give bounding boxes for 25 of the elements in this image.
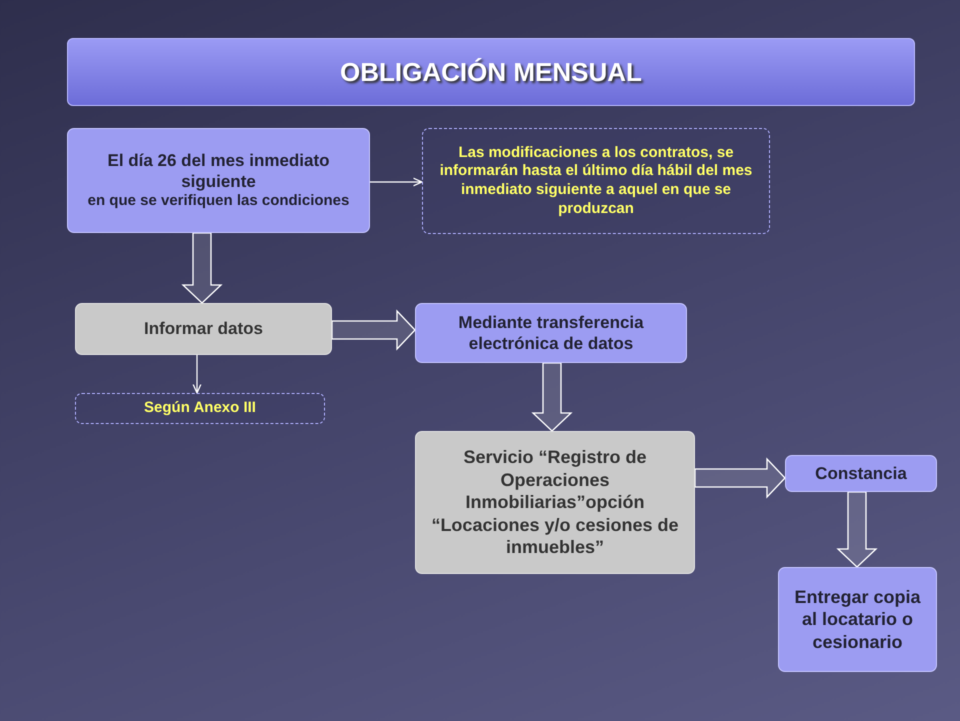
node-text: Constancia xyxy=(815,462,907,484)
node-text: Informar datos xyxy=(144,318,264,340)
process-box xyxy=(75,303,332,355)
note-box xyxy=(422,128,770,234)
node-text: Mediante transferencia electrónica de datos xyxy=(457,312,645,354)
block-arrow xyxy=(836,491,878,568)
block-arrow xyxy=(331,309,416,351)
block-arrow xyxy=(181,232,223,304)
node-text: Las modificaciones a los contratos, se informarán hasta el último día hábil del mes inmediato siguiente a aquel en que se produzcan xyxy=(438,144,754,218)
node-subtext: en que se verifiquen las condiciones xyxy=(88,192,350,212)
process-box xyxy=(415,431,695,574)
node-text: Servicio “Registro de Operaciones Inmobiliarias”opción “Locaciones y/o cesiones de inmuebles” xyxy=(430,446,680,559)
node-text: Según Anexo III xyxy=(144,399,256,418)
block-arrow xyxy=(531,362,573,432)
process-box xyxy=(778,567,937,672)
node-text: El día 26 del mes inmediato siguiente xyxy=(106,150,331,192)
process-box xyxy=(785,455,937,492)
title: OBLIGACIÓN MENSUAL xyxy=(340,56,642,88)
arrow xyxy=(370,178,423,186)
arrow xyxy=(192,355,202,394)
note-box xyxy=(75,393,325,424)
process-box xyxy=(415,303,687,363)
node-text: Entregar copia al locatario o cesionario xyxy=(793,586,922,654)
process-box xyxy=(67,128,370,233)
block-arrow xyxy=(694,457,786,499)
